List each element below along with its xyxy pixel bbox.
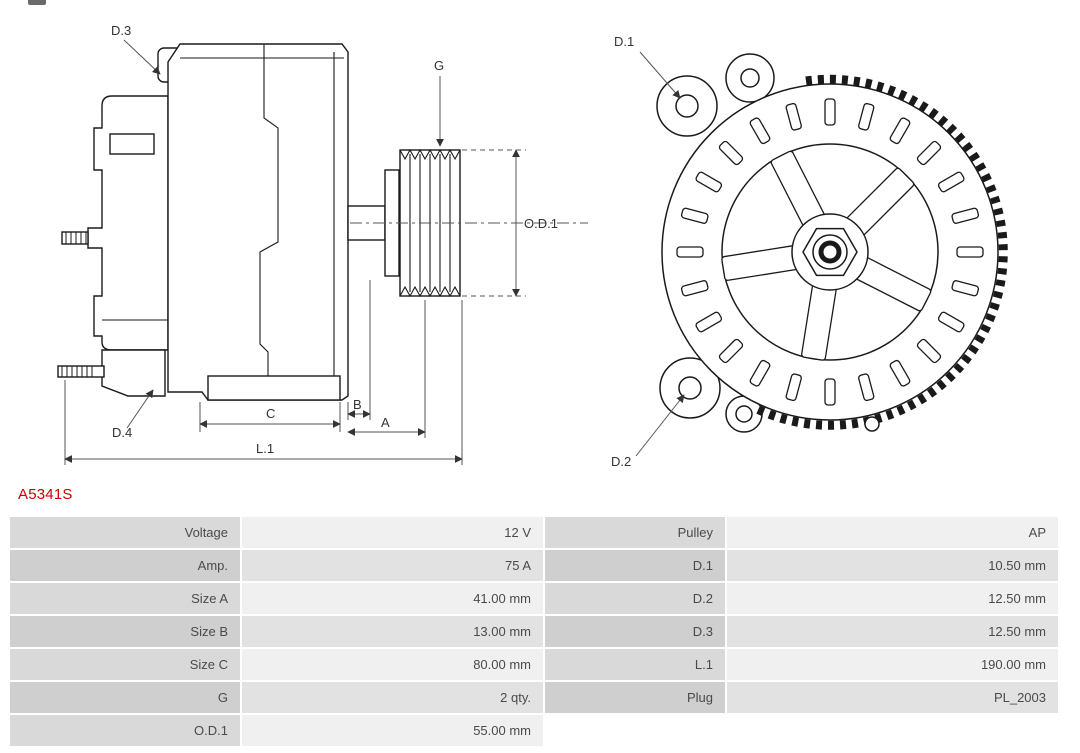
spec-table: Voltage 12 V Pulley AP Amp. 75 A D.1 10.… <box>10 517 1058 748</box>
d1-leader-line <box>639 51 681 99</box>
threaded-bolt <box>57 365 105 378</box>
spec-label-cell: D.3 <box>545 616 725 647</box>
dim-label-l1: L.1 <box>256 441 274 456</box>
hole-top <box>740 68 760 88</box>
spec-value-cell: 13.00 mm <box>242 616 543 647</box>
hole-d2 <box>678 376 702 400</box>
dim-label-d1: D.1 <box>614 34 634 49</box>
spec-value-cell: 12.50 mm <box>727 583 1058 614</box>
spec-value-cell: 75 A <box>242 550 543 581</box>
front-view-leaders <box>635 51 685 457</box>
spec-value-cell: 55.00 mm <box>242 715 543 746</box>
main-frame <box>167 43 349 401</box>
spec-value-cell: 12 V <box>242 517 543 548</box>
spec-label-cell: Size C <box>10 649 240 680</box>
spec-label-cell: D.2 <box>545 583 725 614</box>
spec-label-cell: Amp. <box>10 550 240 581</box>
spec-label-cell: G <box>10 682 240 713</box>
spec-row-voltage: Voltage 12 V Pulley AP <box>10 517 1058 548</box>
spec-label-cell: Size A <box>10 583 240 614</box>
spec-label-cell: Plug <box>545 682 725 713</box>
bottom-lug <box>101 349 166 397</box>
spec-label-cell: L.1 <box>545 649 725 680</box>
spec-row-g: G 2 qty. Plug PL_2003 <box>10 682 1058 713</box>
spec-value-cell: 190.00 mm <box>727 649 1058 680</box>
corner-artifact <box>28 0 46 5</box>
side-view-drawing <box>57 43 461 401</box>
technical-diagram: D.3 D.4 G O.D.1 C B A L.1 <box>57 23 1008 469</box>
part-number: A5341S <box>18 486 73 503</box>
dim-label-od1: O.D.1 <box>524 216 558 231</box>
dim-label-b: B <box>353 397 362 412</box>
vent-slots <box>676 98 984 406</box>
dim-label-d4: D.4 <box>112 425 132 440</box>
dim-label-g: G <box>434 58 444 73</box>
dim-label-c: C <box>266 406 275 421</box>
spec-value-cell: 80.00 mm <box>242 649 543 680</box>
shaft-end <box>818 240 842 264</box>
nut-washer <box>812 234 848 270</box>
rear-cover <box>87 95 169 351</box>
hole-d1 <box>675 94 699 118</box>
spec-empty-cell <box>545 715 725 746</box>
spec-value-cell: PL_2003 <box>727 682 1058 713</box>
brush-box <box>109 133 155 155</box>
spec-row-amp: Amp. 75 A D.1 10.50 mm <box>10 550 1058 581</box>
front-view-drawing <box>656 53 1008 433</box>
hole-small <box>864 416 880 432</box>
pulley-spokes <box>721 150 932 361</box>
spec-label-cell: D.1 <box>545 550 725 581</box>
d3-leader-line <box>123 39 161 75</box>
spec-value-cell: 2 qty. <box>242 682 543 713</box>
dim-label-d3: D.3 <box>111 23 131 38</box>
stud-threads <box>65 232 87 244</box>
spec-row-od1: O.D.1 55.00 mm <box>10 715 1058 746</box>
spec-row-size-b: Size B 13.00 mm D.3 12.50 mm <box>10 616 1058 647</box>
dim-label-d2: D.2 <box>611 454 631 469</box>
spec-label-cell: Size B <box>10 616 240 647</box>
spec-label-cell: Voltage <box>10 517 240 548</box>
d2-leader-line <box>635 394 685 457</box>
side-view-dimensions <box>64 39 588 465</box>
casting-details <box>102 44 344 400</box>
alternator-drawing-svg: D.3 D.4 G O.D.1 C B A L.1 <box>57 23 1008 469</box>
spec-label-cell: Pulley <box>545 517 725 548</box>
spec-value-cell: 41.00 mm <box>242 583 543 614</box>
spec-value-cell: 10.50 mm <box>727 550 1058 581</box>
bolt-threads <box>61 366 93 377</box>
spec-row-size-c: Size C 80.00 mm L.1 190.00 mm <box>10 649 1058 680</box>
spec-value-cell: AP <box>727 517 1058 548</box>
dim-label-a: A <box>381 415 390 430</box>
spec-value-cell: 12.50 mm <box>727 616 1058 647</box>
spec-empty-cell <box>727 715 1058 746</box>
hole-bottom <box>735 405 753 423</box>
spec-row-size-a: Size A 41.00 mm D.2 12.50 mm <box>10 583 1058 614</box>
spec-label-cell: O.D.1 <box>10 715 240 746</box>
d4-leader-line <box>126 389 154 429</box>
front-foot <box>207 375 341 401</box>
fin-serration-ring <box>755 74 1008 430</box>
